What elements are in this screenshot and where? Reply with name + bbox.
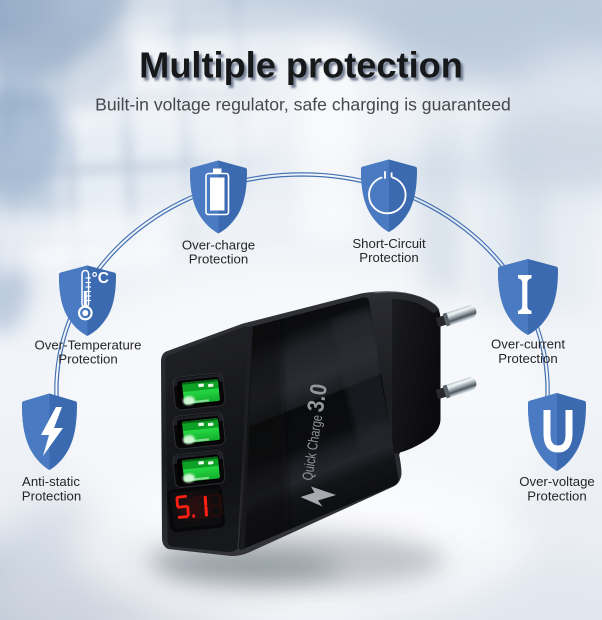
svg-text:Protection: Protection: [498, 351, 557, 366]
svg-text:Multiple protection: Multiple protection: [139, 45, 463, 86]
svg-text:Over-current: Over-current: [491, 337, 565, 352]
svg-text:Built-in voltage regulator, sa: Built-in voltage regulator, safe chargin…: [95, 94, 511, 114]
svg-text:Anti-static: Anti-static: [22, 474, 80, 489]
svg-text:°C: °C: [92, 270, 109, 287]
svg-text:Over-charge: Over-charge: [182, 238, 255, 253]
svg-text:Protection: Protection: [527, 489, 586, 504]
svg-text:Multiple protection: Multiple protection: [142, 48, 466, 89]
svg-text:Protection: Protection: [22, 489, 81, 504]
svg-text:Protection: Protection: [58, 352, 117, 367]
svg-text:Protection: Protection: [359, 250, 418, 265]
svg-text:Over-voltage: Over-voltage: [519, 474, 595, 489]
svg-text:Short-Circuit: Short-Circuit: [352, 236, 426, 251]
svg-text:Over-Temperature: Over-Temperature: [35, 337, 142, 352]
svg-text:3.0: 3.0: [302, 382, 332, 414]
svg-text:Protection: Protection: [189, 252, 248, 267]
